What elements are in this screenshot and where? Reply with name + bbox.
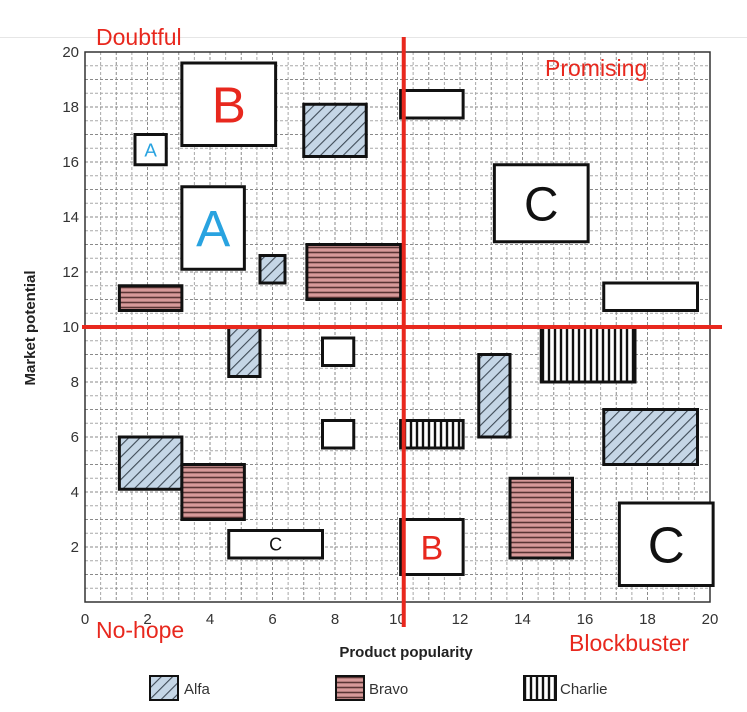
rect-letter-label: B bbox=[421, 529, 444, 567]
rect-charlie bbox=[539, 325, 637, 384]
y-tick-label: 4 bbox=[71, 484, 79, 501]
x-tick-label: 4 bbox=[206, 611, 214, 628]
x-tick-label: 20 bbox=[702, 611, 719, 628]
rect-letter-label: C bbox=[269, 535, 282, 555]
rect-letter-label: A bbox=[144, 139, 157, 160]
x-tick-label: 6 bbox=[268, 611, 276, 628]
legend-item-alfa: Alfa bbox=[149, 675, 211, 701]
legend-swatch-charlie bbox=[523, 675, 557, 701]
rect-bravo bbox=[508, 476, 574, 560]
y-tick-label: 14 bbox=[62, 209, 79, 226]
y-tick-label: 6 bbox=[71, 429, 79, 446]
x-axis-title: Product popularity bbox=[339, 644, 473, 661]
y-tick-label: 8 bbox=[71, 374, 79, 391]
rect-bravo bbox=[305, 243, 403, 301]
y-tick-label: 18 bbox=[62, 99, 79, 116]
x-tick-label: 16 bbox=[577, 611, 594, 628]
rect-alfa bbox=[302, 102, 368, 158]
rect-unshaded bbox=[180, 185, 246, 271]
rect-unshaded bbox=[133, 133, 168, 167]
rect-alfa bbox=[602, 408, 699, 466]
quadrant-label-doubtful: Doubtful bbox=[96, 24, 182, 50]
rect-bravo bbox=[180, 463, 246, 521]
rect-alfa bbox=[258, 254, 287, 285]
legend-swatch-bravo bbox=[335, 675, 365, 701]
chart-marks: B A A C C B C bbox=[117, 61, 715, 587]
rect-letter-label: A bbox=[196, 200, 231, 257]
rect-unshaded bbox=[602, 281, 699, 312]
x-tick-label: 18 bbox=[639, 611, 656, 628]
rect-unshaded bbox=[492, 163, 590, 244]
top-divider bbox=[0, 37, 747, 38]
rect-unshaded bbox=[399, 89, 465, 120]
rect-alfa bbox=[117, 435, 184, 491]
rect-unshaded bbox=[617, 501, 715, 587]
y-tick-label: 12 bbox=[62, 264, 79, 281]
x-tick-label: 12 bbox=[452, 611, 469, 628]
rect-alfa bbox=[227, 325, 262, 378]
legend-item-charlie: Charlie bbox=[523, 675, 608, 701]
quadrant-label-no-hope: No-hope bbox=[96, 617, 184, 643]
rect-unshaded bbox=[321, 419, 356, 450]
legend: Alfa Bravo Charlie bbox=[149, 675, 608, 701]
legend-swatch-alfa bbox=[149, 675, 179, 701]
x-tick-label: 8 bbox=[331, 611, 339, 628]
quadrant-label-promising: Promising bbox=[545, 55, 647, 81]
quadrant-label-blockbuster: Blockbuster bbox=[569, 630, 690, 656]
legend-label-charlie: Charlie bbox=[560, 681, 608, 698]
rect-charlie bbox=[399, 419, 465, 450]
rect-letter-label: C bbox=[524, 178, 558, 231]
y-tick-label: 20 bbox=[62, 44, 79, 61]
rect-unshaded bbox=[227, 529, 324, 560]
x-tick-label: 2 bbox=[143, 611, 151, 628]
rect-bravo bbox=[117, 284, 184, 312]
y-axis-title: Market potential bbox=[22, 270, 39, 385]
rect-letter-label: C bbox=[648, 517, 685, 574]
axes: 0 2 4 6 8 10 12 14 16 18 20 2 4 6 8 10 12 14 16 18 20 bbox=[62, 44, 718, 628]
y-tick-label: 16 bbox=[62, 154, 79, 171]
rect-unshaded bbox=[180, 61, 278, 147]
legend-label-bravo: Bravo bbox=[369, 681, 408, 698]
y-tick-label: 10 bbox=[62, 319, 79, 336]
x-tick-label: 0 bbox=[81, 611, 89, 628]
quadrant-dividers bbox=[82, 37, 722, 627]
legend-item-bravo: Bravo bbox=[335, 675, 408, 701]
x-tick-label: 14 bbox=[514, 611, 531, 628]
y-tick-label: 2 bbox=[71, 539, 79, 556]
legend-label-alfa: Alfa bbox=[184, 681, 211, 698]
x-tick-label: 10 bbox=[389, 611, 406, 628]
rect-unshaded bbox=[399, 518, 465, 576]
rect-alfa bbox=[477, 353, 512, 439]
rect-letter-label: B bbox=[212, 77, 246, 134]
rect-unshaded bbox=[321, 336, 356, 367]
